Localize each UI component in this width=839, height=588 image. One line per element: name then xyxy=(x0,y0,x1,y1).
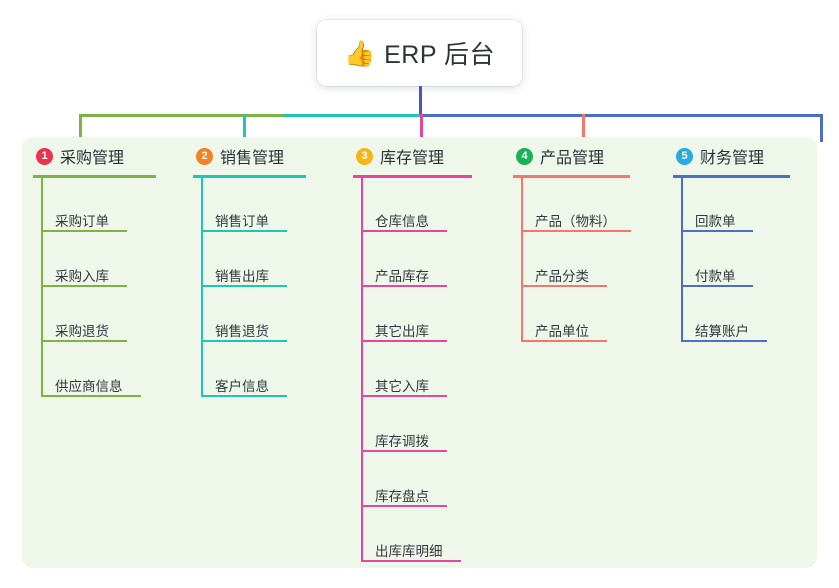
diagram-panel: 1 采购管理采购订单采购入库采购退货供应商信息 2 销售管理销售订单销售出库销售退货客… xyxy=(22,137,817,568)
leaf-item[interactable]: 销售订单 xyxy=(215,214,269,229)
column-header-5[interactable]: 5 财务管理 xyxy=(662,137,822,175)
leaf-underline xyxy=(521,340,607,342)
column-header-3[interactable]: 3 库存管理 xyxy=(342,137,502,175)
leaf-item[interactable]: 销售出库 xyxy=(215,269,269,284)
leaf-item[interactable]: 其它入库 xyxy=(375,379,429,394)
leaf-underline xyxy=(681,340,767,342)
leaf-underline xyxy=(201,230,287,232)
leaf-underline xyxy=(521,285,607,287)
leaf-item[interactable]: 结算账户 xyxy=(695,324,749,339)
column-badge-2: 2 xyxy=(196,147,213,165)
column-5: 5 财务管理回款单付款单结算账户 xyxy=(662,137,822,342)
leaf-item[interactable]: 采购订单 xyxy=(55,214,109,229)
column-title-3: 库存管理 xyxy=(380,150,445,167)
leaf-underline xyxy=(41,230,127,232)
stem-column-2 xyxy=(243,114,246,142)
leaf-underline xyxy=(521,230,631,232)
column-4: 4 产品管理产品（物料） 产品分类产品单位 xyxy=(502,137,662,342)
leaf-item[interactable]: 付款单 xyxy=(695,269,736,284)
leaf-underline xyxy=(361,560,461,562)
column-header-2[interactable]: 2 销售管理 xyxy=(182,137,342,175)
leaf-item[interactable]: 产品库存 xyxy=(375,269,429,284)
leaf-underline xyxy=(361,505,447,507)
leaf-underline xyxy=(361,450,447,452)
bus-segment-1 xyxy=(79,114,283,117)
column-rule-4 xyxy=(513,175,630,178)
leaf-item[interactable]: 仓库信息 xyxy=(375,214,429,229)
leaf-item[interactable]: 采购入库 xyxy=(55,269,109,284)
column-badge-4: 4 xyxy=(516,147,533,165)
leaf-underline xyxy=(201,340,287,342)
leaf-item[interactable]: 其它出库 xyxy=(375,324,429,339)
column-2: 2 销售管理销售订单销售出库销售退货客户信息 xyxy=(182,137,342,397)
column-title-1: 采购管理 xyxy=(60,150,125,167)
leaf-item[interactable]: 库存盘点 xyxy=(375,489,429,504)
stem-column-3 xyxy=(420,114,423,142)
column-badge-3: 3 xyxy=(356,147,373,165)
leaf-underline xyxy=(41,395,141,397)
column-spine-5 xyxy=(681,175,683,342)
column-3: 3 库存管理仓库信息产品库存其它出库其它入库库存调拨库存盘点出库库明细 xyxy=(342,137,502,562)
leaf-item[interactable]: 产品单位 xyxy=(535,324,589,339)
leaf-item[interactable]: 产品分类 xyxy=(535,269,589,284)
stem-column-1 xyxy=(79,114,82,142)
bus-segment-2 xyxy=(283,114,447,117)
leaf-underline xyxy=(361,230,447,232)
root-trunk-connector xyxy=(419,86,422,115)
stem-column-5 xyxy=(820,114,823,142)
leaf-item[interactable]: 销售退货 xyxy=(215,324,269,339)
leaf-underline xyxy=(41,340,127,342)
column-title-4: 产品管理 xyxy=(540,150,605,167)
leaf-item[interactable]: 产品（物料） xyxy=(535,214,616,229)
column-header-4[interactable]: 4 产品管理 xyxy=(502,137,662,175)
leaf-item[interactable]: 采购退货 xyxy=(55,324,109,339)
leaf-underline xyxy=(201,285,287,287)
column-rule-2 xyxy=(193,175,306,178)
column-rule-1 xyxy=(33,175,156,178)
leaf-underline xyxy=(361,340,447,342)
column-rule-5 xyxy=(673,175,790,178)
root-node-title: ERP 后台 xyxy=(384,41,496,69)
column-badge-5: 5 xyxy=(676,147,693,165)
leaf-item[interactable]: 出库库明细 xyxy=(375,544,443,559)
leaf-item[interactable]: 库存调拨 xyxy=(375,434,429,449)
root-node-card[interactable]: 👍 ERP 后台 xyxy=(317,20,522,86)
bus-segment-3 xyxy=(420,114,823,117)
leaf-underline xyxy=(361,285,447,287)
column-header-1[interactable]: 1 采购管理 xyxy=(22,137,182,175)
column-spine-3 xyxy=(361,175,363,562)
column-title-5: 财务管理 xyxy=(700,150,765,167)
leaf-underline xyxy=(361,395,447,397)
leaf-underline xyxy=(681,285,753,287)
column-spine-4 xyxy=(521,175,523,342)
stem-column-4 xyxy=(582,114,585,142)
column-1: 1 采购管理采购订单采购入库采购退货供应商信息 xyxy=(22,137,182,397)
leaf-underline xyxy=(41,285,127,287)
column-badge-1: 1 xyxy=(36,147,53,165)
leaf-item[interactable]: 供应商信息 xyxy=(55,379,123,394)
leaf-item[interactable]: 客户信息 xyxy=(215,379,269,394)
column-title-2: 销售管理 xyxy=(220,150,285,167)
leaf-underline xyxy=(201,395,287,397)
leaf-item[interactable]: 回款单 xyxy=(695,214,736,229)
thumbs-up-icon: 👍 xyxy=(343,38,376,68)
column-rule-3 xyxy=(353,175,472,178)
leaf-underline xyxy=(681,230,753,232)
